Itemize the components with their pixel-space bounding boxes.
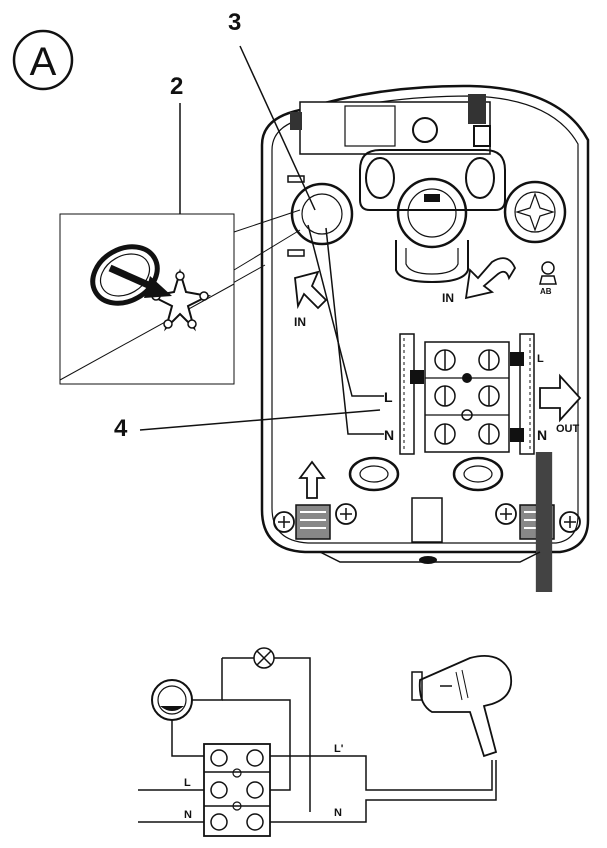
wire-label-neutral-right: N [334, 807, 342, 819]
wire-label-neutral: N [184, 809, 192, 821]
callout-4-leader [139, 409, 381, 431]
inlet-arrow-right-icon: IN [442, 257, 517, 305]
warning-sticker-icon: AB [539, 261, 557, 296]
terminal-neutral-label: N [384, 427, 394, 443]
wiring-schematic: L' L N N [138, 647, 513, 837]
outlet-label: OUT [556, 423, 580, 435]
cable-clamp-left [273, 503, 357, 540]
terminal-neutral-right-label: N [537, 427, 547, 443]
callout-4: 4 [114, 415, 128, 442]
detail-inset [59, 209, 301, 385]
cable-entry-left [348, 456, 400, 492]
heater-unit: IN IN AB [260, 84, 590, 592]
inlet-label-right: IN [442, 291, 454, 305]
schematic-terminal-block [203, 743, 271, 837]
callout-3: 3 [228, 9, 241, 36]
outlet-arrow-icon: OUT [539, 373, 582, 435]
section-marker: A [12, 29, 74, 91]
section-letter: A [30, 40, 57, 84]
terminal-live-out-label: L [537, 353, 544, 365]
terminal-block [399, 333, 535, 455]
inlet-grommet-left [290, 182, 354, 246]
heater-block [359, 149, 506, 284]
terminal-live-label: L [384, 389, 393, 405]
sticker-label: AB [540, 287, 552, 296]
grommet-ring [90, 244, 160, 306]
wire-label-live: L [184, 777, 191, 789]
switch-icon [151, 679, 193, 721]
callout-2: 2 [170, 73, 183, 100]
cable-entry-arrow-icon [298, 460, 326, 499]
hair-dryer-icon [411, 654, 513, 758]
lamp-icon [253, 647, 275, 669]
inlet-label-left: IN [294, 315, 306, 329]
wire-label-live-out: L' [334, 743, 344, 755]
inlet-arrow-left-icon: IN [294, 270, 328, 329]
inlet-grommet-right [503, 180, 567, 244]
push-arrow-icon [108, 264, 172, 298]
cable-entry-right [452, 456, 504, 492]
